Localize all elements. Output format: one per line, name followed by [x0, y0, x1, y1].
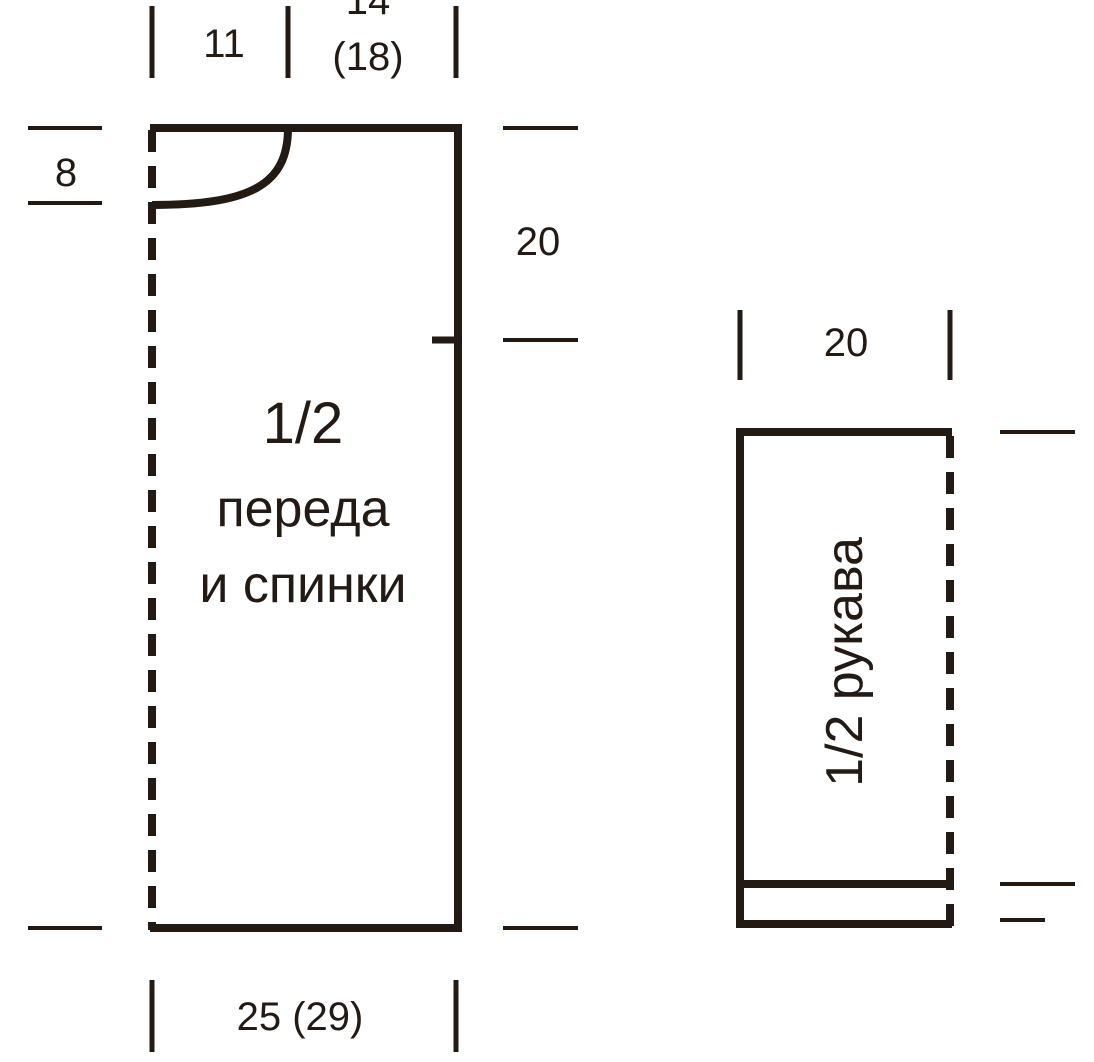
body-label-line1: 1/2 [263, 391, 344, 456]
neck-width-label: 11 [203, 22, 245, 66]
sleeve-right-dimensions [1000, 430, 1075, 922]
neckline-curve [151, 127, 292, 209]
sleeve-width-label: 20 [824, 321, 869, 365]
sleeve-piece: 1/2 рукава [736, 428, 954, 928]
sleeve-top-dimension: 20 [737, 310, 953, 380]
neck-depth-dimension: 8 [28, 126, 102, 205]
bottom-width-label: 25 (29) [237, 995, 364, 1039]
armhole-depth-label: 20 [516, 220, 561, 264]
armhole-depth-dimension: 20 [503, 126, 578, 930]
body-bottom-dimension: 25 (29) [149, 980, 459, 1052]
sleeve-label: 1/2 рукава [816, 537, 874, 787]
body-label-line2: переда [216, 480, 389, 538]
shoulder-width-label: 14 [346, 0, 391, 23]
body-piece: 1/2 переда и спинки [148, 124, 462, 932]
shoulder-width-alt-label: (18) [332, 35, 403, 79]
body-top-dimensions: 11 14 (18) [149, 0, 459, 79]
neck-depth-label: 8 [55, 151, 77, 195]
body-label-line3: и спинки [199, 556, 406, 614]
